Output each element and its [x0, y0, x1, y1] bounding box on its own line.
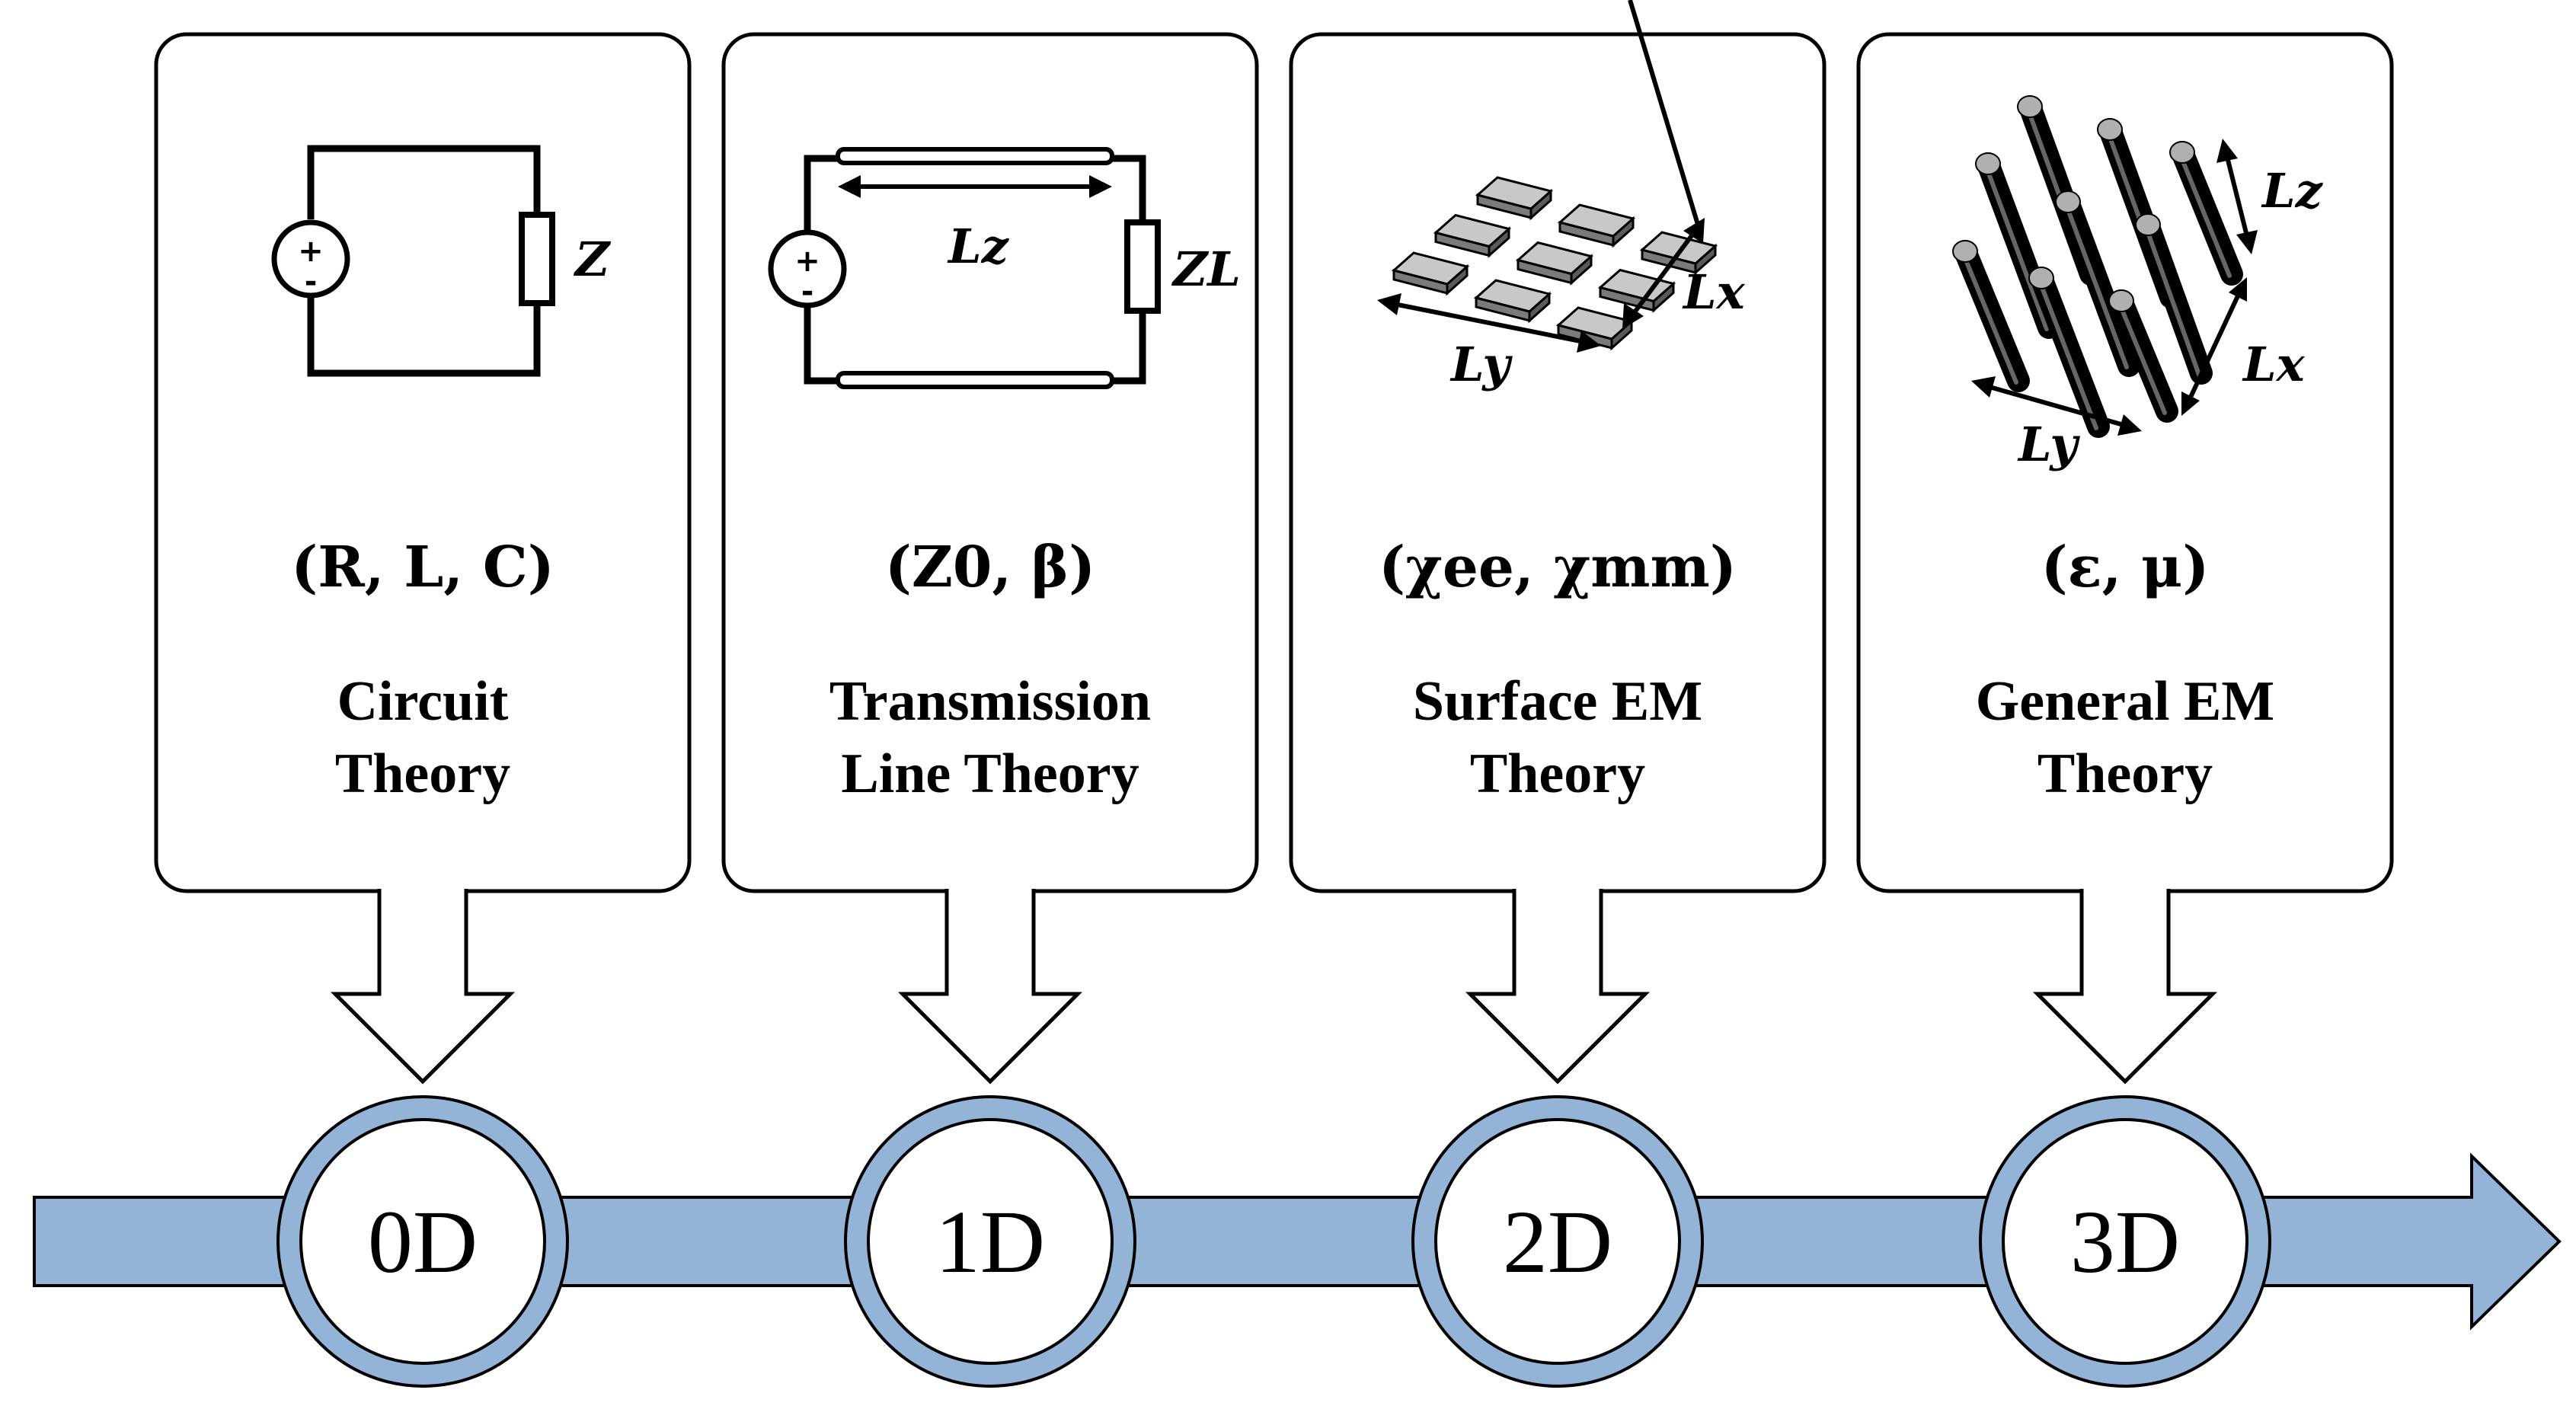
param-3d: (ε, μ) [2041, 535, 2210, 600]
panel-2d: Lx Ly (χee, χmm) Surface EM Theory [1289, 0, 1827, 1085]
patch [1433, 213, 1512, 258]
ly-label: Ly [2017, 417, 2080, 472]
voltage-source-icon: + - [271, 219, 350, 299]
ly-dimension-arrow-icon [1377, 218, 1705, 353]
panel-3d: Lz Lx Ly (ε, μ) General EM Theory [1856, 32, 2394, 1085]
node-1d: 1D [844, 1095, 1136, 1388]
title-2d-line2: Theory [1470, 743, 1645, 805]
title-3d-line2: Theory [2037, 743, 2213, 805]
panel-1d: + - Lz ZL (Z0, β) Transmission Line Theo… [721, 32, 1259, 1085]
svg-text:+: + [794, 244, 820, 279]
rod [2135, 213, 2213, 385]
patch [1639, 231, 1718, 276]
load-impedance-label: ZL [1171, 241, 1241, 297]
lx-dimension-arrow-icon [2181, 277, 2247, 416]
impedance-label: Z [573, 232, 612, 287]
lz-text: Lz [947, 219, 1010, 274]
lx-label: Lx [1682, 264, 1746, 320]
lx-label: Lx [2242, 337, 2306, 392]
ly-dimension-arrow-icon [1971, 376, 2142, 436]
title-1d-line1: Transmission [829, 670, 1151, 733]
voltage-source-icon: + - [768, 229, 847, 309]
svg-text:-: - [305, 264, 318, 299]
param-2d: (χee, χmm) [1379, 535, 1737, 600]
rod [2028, 267, 2110, 438]
node-0d-label: 0D [368, 1192, 478, 1292]
panel-2d-pointer [1465, 889, 1651, 1085]
param-1d: (Z0, β) [885, 535, 1095, 600]
node-1d-label: 1D [935, 1192, 1045, 1292]
patch [1473, 279, 1552, 324]
transmission-line-schematic [804, 147, 1161, 389]
title-0d-line1: Circuit [337, 670, 509, 733]
rod [2108, 289, 2178, 423]
lz-dimension-arrow-icon [2216, 139, 2258, 254]
panel-0d-pointer [330, 889, 516, 1085]
patch [1557, 203, 1636, 248]
panel-1d-pointer [897, 889, 1083, 1085]
patch [1475, 176, 1554, 221]
length-arrow-icon [838, 175, 1112, 198]
lx-dimension-arrow-icon [1628, 0, 1701, 228]
circuit-schematic [307, 145, 555, 377]
panel-0d: + - Z (R, L, C) Circuit Theory [154, 32, 692, 1085]
node-2d: 2D [1411, 1095, 1704, 1388]
patch [1515, 241, 1594, 286]
title-1d-line2: Line Theory [841, 743, 1139, 805]
node-3d: 3D [1979, 1095, 2271, 1388]
ly-label: Ly [1449, 337, 1513, 392]
patch [1391, 251, 1470, 296]
title-0d-line2: Theory [335, 743, 510, 805]
panel-3d-pointer [2032, 889, 2218, 1085]
title-3d-line1: General EM [1976, 670, 2275, 733]
wire-medium-rod-array [1952, 95, 2243, 438]
rod [2055, 190, 2140, 377]
title-2d-line1: Surface EM [1413, 670, 1702, 733]
rod [1952, 240, 2030, 392]
lz-label: Lz [2261, 163, 2324, 219]
node-2d-label: 2D [1503, 1192, 1612, 1292]
svg-text:+: + [298, 234, 324, 269]
svg-text:-: - [801, 274, 814, 309]
node-3d-label: 3D [2070, 1192, 2180, 1292]
rod [2169, 141, 2243, 286]
length-label-lz: Lz [947, 219, 1010, 274]
node-0d: 0D [276, 1095, 569, 1388]
param-0d: (R, L, C) [291, 535, 555, 600]
